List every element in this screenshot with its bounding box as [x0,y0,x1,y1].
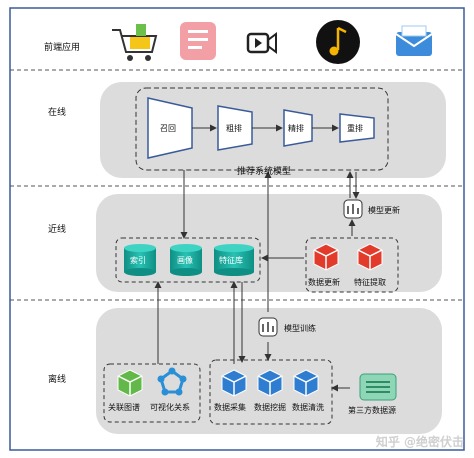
email-icon [395,25,433,56]
profile-cylinder-icon [170,244,202,276]
stage-recall-shape [147,97,193,159]
model-update-label: 模型更新 [368,206,400,215]
layer-label-online: 在线 [48,108,67,118]
stage-label-fine-rank: 精排 [288,124,304,133]
store-label-feature: 特征库 [219,256,243,265]
graph-label-knowledge: 关联图谱 [108,403,140,412]
stage-label-recall: 召回 [160,124,176,133]
layer-label-offline: 离线 [48,375,67,385]
layer-label-nearline: 近线 [48,225,67,235]
feature-store-cylinder-icon [214,244,254,276]
task-label-feature-extract: 特征提取 [354,278,386,287]
data-collection-icon [221,369,247,397]
graph-tasks-group [103,363,201,423]
data-label-cleaning: 数据清洗 [292,403,324,412]
recommendation-model-label: 推荐系统模型 [237,167,292,177]
news-app-icon [180,22,216,60]
stage-coarse-rank-shape [217,105,253,151]
outer-frame [9,7,465,451]
stage-label-rerank: 重排 [347,124,363,133]
stage-label-coarse-rank: 粗排 [226,124,242,133]
data-label-mining: 数据挖掘 [254,403,286,412]
third-party-data-icon [359,373,397,401]
stage-rerank-shape [339,113,375,143]
knowledge-graph-icon [117,369,143,397]
model-update-icon [343,199,363,219]
relation-visualization-icon [157,367,187,396]
third-party-label: 第三方数据源 [348,406,396,415]
music-icon [316,20,360,64]
layer-label-frontend: 前端应用 [44,43,81,53]
recommendation-model-group [135,87,389,171]
data-cleaning-icon [293,369,319,397]
store-label-profile: 画像 [177,256,193,265]
watermark: 知乎 @绝密伏击 [375,435,464,449]
data-update-icon [313,243,339,271]
shopping-cart-icon [112,24,158,61]
stage-fine-rank-shape [283,109,313,147]
data-mining-icon [257,369,283,397]
store-label-index: 索引 [130,256,146,265]
model-training-label: 模型训练 [284,324,316,333]
data-label-collection: 数据采集 [214,403,246,412]
index-cylinder-icon [124,244,156,276]
feature-extract-icon [357,243,383,271]
graph-label-visual: 可视化关系 [150,403,190,412]
data-tasks-group [209,359,333,425]
stores-group [115,237,261,283]
model-training-icon [258,317,278,337]
task-label-data-update: 数据更新 [308,278,340,287]
video-icon [246,32,277,54]
